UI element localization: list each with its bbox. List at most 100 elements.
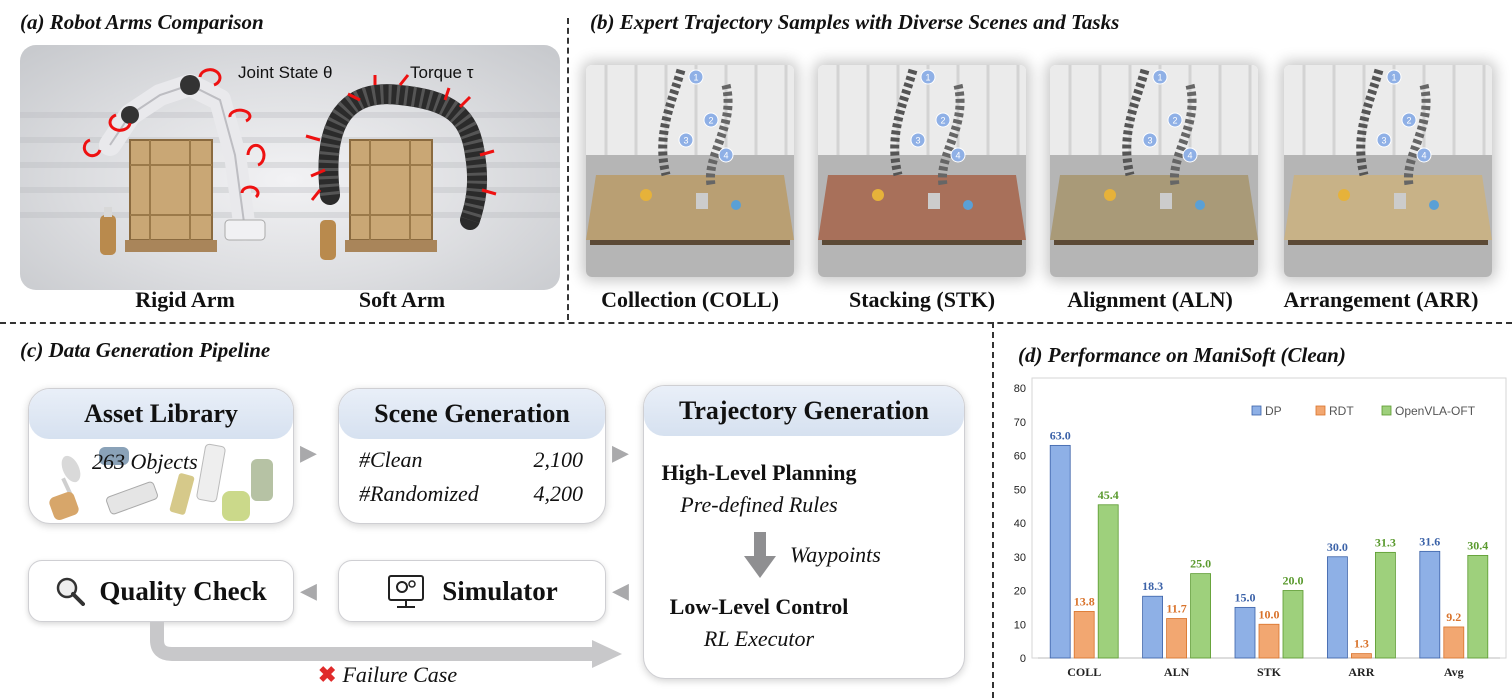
waypoint-marker <box>920 69 936 85</box>
waypoint-marker <box>678 132 694 148</box>
data-label: 18.3 <box>1142 579 1163 593</box>
y-tick-label: 0 <box>1020 653 1026 665</box>
bar-dp <box>1326 556 1348 659</box>
data-label: 1.3 <box>1354 637 1369 651</box>
asset-library-title: Asset Library <box>29 389 293 439</box>
soft-crate <box>345 139 437 252</box>
y-tick-label: 30 <box>1014 552 1026 564</box>
asset-count: 263 Objects <box>92 449 198 474</box>
bar-rdt <box>1166 618 1188 659</box>
bar-dp <box>1234 606 1256 659</box>
bar-openvla-oft <box>1374 551 1396 659</box>
bar-dp <box>1419 550 1441 659</box>
clean-row: #Clean 2,100 <box>359 447 583 481</box>
data-label: 31.6 <box>1419 534 1440 548</box>
randomized-label: #Randomized <box>359 481 479 506</box>
panel-d-title: (d) Performance on ManiSoft (Clean) <box>1018 343 1346 367</box>
waypoint-number: 4 <box>1187 151 1192 161</box>
data-label: 63.0 <box>1050 428 1071 442</box>
waypoints-label: Waypoints <box>790 542 881 567</box>
legend-swatch <box>1315 405 1326 416</box>
bar-openvla-oft <box>1467 554 1489 659</box>
waypoint-number: 3 <box>1147 136 1152 146</box>
data-label: 25.0 <box>1190 557 1211 571</box>
x-tick-label: ALN <box>1164 665 1190 679</box>
data-label: 10.0 <box>1259 607 1280 621</box>
data-label: 30.0 <box>1327 540 1348 554</box>
bar-rdt <box>1073 611 1095 659</box>
waypoint-marker <box>1152 69 1168 85</box>
y-tick-label: 70 <box>1014 417 1026 429</box>
waypoint-number: 1 <box>925 73 930 83</box>
data-label: 15.0 <box>1235 590 1256 604</box>
soft-arm-label: Soft Arm <box>358 287 446 312</box>
simulator-label: Simulator <box>442 575 558 606</box>
scene-label-1: Collection (COLL) <box>601 287 779 312</box>
quality-check-label: Quality Check <box>99 575 267 606</box>
panel-b-title: (b) Expert Trajectory Samples with Diver… <box>590 10 1120 34</box>
trajectory-generation-card: Trajectory Generation High-Level Plannin… <box>643 385 965 679</box>
down-arrow-icon <box>744 532 776 578</box>
waypoint-number: 4 <box>1421 151 1426 161</box>
data-label: 45.4 <box>1098 488 1119 502</box>
data-label: 20.0 <box>1283 574 1304 588</box>
y-tick-label: 80 <box>1014 383 1026 395</box>
data-label: 9.2 <box>1446 610 1461 624</box>
bar-openvla-oft <box>1097 504 1119 659</box>
waypoint-number: 2 <box>940 116 945 126</box>
failure-case: ✖ Failure Case <box>318 662 457 688</box>
asset-library-card: Asset Library 263 Objects <box>28 388 294 524</box>
torque-label: Torque τ <box>410 63 474 82</box>
x-tick-label: STK <box>1257 665 1282 679</box>
magnifier-icon <box>57 577 86 606</box>
scene-image-2: 1 2 3 4 <box>818 65 1026 277</box>
scene-label-3: Alignment (ALN) <box>1067 287 1233 312</box>
data-label: 13.8 <box>1074 594 1095 608</box>
waypoint-marker <box>935 112 951 128</box>
scene-label-2: Stacking (STK) <box>848 287 996 312</box>
waypoint-marker <box>910 132 926 148</box>
waypoint-marker <box>1376 132 1392 148</box>
waypoint-number: 4 <box>955 151 960 161</box>
failure-path-arrow <box>150 622 622 668</box>
bar-openvla-oft <box>1190 573 1212 659</box>
divider-cd <box>992 322 994 698</box>
x-tick-label: ARR <box>1348 665 1374 679</box>
scene-label-4: Arrangement (ARR) <box>1283 287 1479 312</box>
randomized-value: 4,200 <box>533 481 584 506</box>
waypoint-number: 3 <box>683 136 688 146</box>
rigid-crate <box>125 139 217 252</box>
clean-value: 2,100 <box>533 447 584 472</box>
waypoint-number: 3 <box>1381 136 1386 146</box>
bar-rdt <box>1443 626 1465 659</box>
clean-label: #Clean <box>359 447 423 472</box>
data-label: 30.4 <box>1467 538 1488 552</box>
waypoint-number: 2 <box>1406 116 1411 126</box>
data-label: 31.3 <box>1375 535 1396 549</box>
high-level-title: High-Level Planning <box>661 460 857 485</box>
waypoint-marker <box>1401 112 1417 128</box>
bar-rdt <box>1258 623 1280 659</box>
waypoint-number: 3 <box>915 136 920 146</box>
waypoint-marker <box>1142 132 1158 148</box>
waypoint-marker <box>1182 147 1198 163</box>
cross-icon: ✖ <box>318 662 337 687</box>
arrow-asset-to-scene: ▶ <box>300 440 317 465</box>
bar-dp <box>1142 595 1164 659</box>
simulator-box: Simulator <box>338 560 606 622</box>
y-tick-label: 50 <box>1014 484 1026 496</box>
panel-c-title: (c) Data Generation Pipeline <box>20 338 271 362</box>
waypoint-marker <box>950 147 966 163</box>
scene-generation-card: Scene Generation #Clean 2,100 #Randomize… <box>338 388 606 524</box>
high-level-sub: Pre-defined Rules <box>680 492 838 517</box>
waypoint-marker <box>1167 112 1183 128</box>
waypoint-number: 1 <box>1157 73 1162 83</box>
divider-ab <box>567 18 569 320</box>
bar-openvla-oft <box>1282 590 1304 659</box>
y-tick-label: 10 <box>1014 619 1026 631</box>
legend-swatch <box>1251 405 1262 416</box>
waypoint-marker <box>688 69 704 85</box>
